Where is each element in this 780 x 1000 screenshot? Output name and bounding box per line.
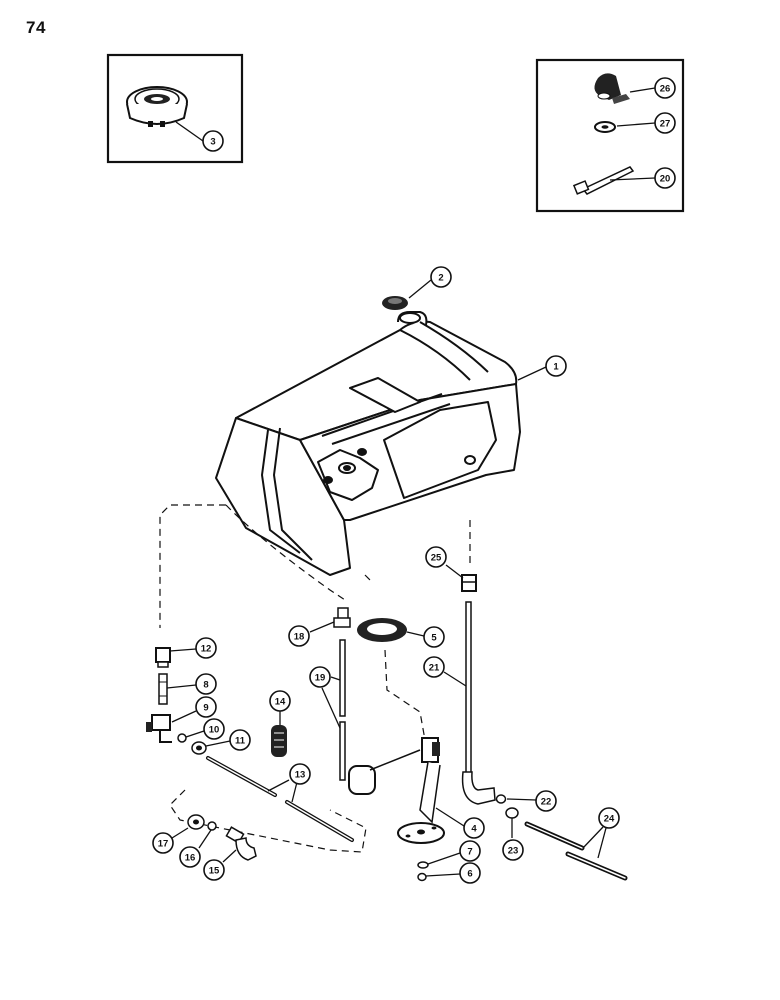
callout-13: 13 bbox=[289, 763, 311, 785]
callout-27: 27 bbox=[654, 112, 676, 134]
page-number: 74 bbox=[26, 18, 46, 37]
svg-text:17: 17 bbox=[158, 839, 169, 850]
return-tube-part-21 bbox=[461, 601, 496, 805]
nipple-part-8 bbox=[158, 673, 168, 705]
svg-text:8: 8 bbox=[203, 680, 208, 691]
callout-25: 25 bbox=[425, 546, 447, 568]
svg-text:4: 4 bbox=[471, 824, 477, 835]
callout-3: 3 bbox=[202, 130, 224, 152]
svg-text:22: 22 bbox=[541, 797, 552, 808]
filter-screen-part-14 bbox=[271, 725, 287, 757]
lock-washer-part-7 bbox=[417, 861, 429, 869]
inset-filler-cap bbox=[106, 53, 244, 164]
fuel-gauge-sender-part-4 bbox=[348, 737, 445, 844]
svg-text:18: 18 bbox=[294, 632, 305, 643]
callout-8: 8 bbox=[195, 673, 217, 695]
strap-part bbox=[572, 166, 635, 195]
nut-part-10 bbox=[177, 733, 187, 743]
callout-20: 20 bbox=[654, 167, 676, 189]
callout-6: 6 bbox=[459, 862, 481, 884]
sleeve-part-16 bbox=[207, 821, 217, 831]
svg-text:1: 1 bbox=[553, 362, 559, 373]
callout-1: 1 bbox=[545, 355, 567, 377]
nut-part-17 bbox=[187, 814, 205, 830]
callout-19: 19 bbox=[309, 666, 331, 688]
callout-7: 7 bbox=[459, 840, 481, 862]
callout-17: 17 bbox=[152, 832, 174, 854]
washer-part bbox=[594, 121, 616, 133]
svg-text:10: 10 bbox=[209, 725, 220, 736]
svg-text:2: 2 bbox=[438, 273, 443, 284]
callout-4: 4 bbox=[463, 817, 485, 839]
nut-part-23 bbox=[505, 807, 519, 819]
inset-clamp-parts bbox=[535, 58, 685, 213]
fuel-tank-body bbox=[215, 311, 521, 576]
screw-part-6 bbox=[417, 872, 427, 882]
callout-21: 21 bbox=[423, 656, 445, 678]
tank-cap-grommet bbox=[382, 296, 408, 310]
svg-text:23: 23 bbox=[508, 846, 519, 857]
filler-cap-part bbox=[126, 86, 188, 127]
fitting-part-25 bbox=[461, 574, 477, 592]
callout-15: 15 bbox=[203, 859, 225, 881]
callout-14: 14 bbox=[269, 690, 291, 712]
callout-9: 9 bbox=[195, 696, 217, 718]
svg-text:9: 9 bbox=[203, 703, 208, 714]
svg-text:25: 25 bbox=[431, 553, 442, 564]
hose-part-24 bbox=[524, 821, 628, 881]
nut-part-22 bbox=[495, 794, 507, 804]
fitting-part-12 bbox=[155, 647, 171, 668]
svg-text:24: 24 bbox=[604, 814, 615, 825]
svg-text:21: 21 bbox=[429, 663, 440, 674]
callout-2: 2 bbox=[430, 266, 452, 288]
svg-text:19: 19 bbox=[315, 673, 326, 684]
callout-10: 10 bbox=[203, 718, 225, 740]
svg-text:5: 5 bbox=[431, 633, 437, 644]
callout-16: 16 bbox=[179, 846, 201, 868]
svg-text:3: 3 bbox=[210, 137, 215, 148]
svg-text:14: 14 bbox=[275, 697, 286, 708]
svg-text:20: 20 bbox=[660, 174, 671, 185]
sleeve-part-11 bbox=[191, 741, 207, 755]
svg-text:11: 11 bbox=[235, 736, 246, 747]
callout-5: 5 bbox=[423, 626, 445, 648]
svg-text:27: 27 bbox=[660, 119, 671, 130]
svg-text:26: 26 bbox=[660, 84, 671, 95]
shutoff-valve-part-9 bbox=[146, 714, 172, 743]
valve-part-18 bbox=[333, 607, 351, 628]
fuel-line-part-13 bbox=[206, 756, 354, 842]
elbow-part-15 bbox=[225, 826, 257, 861]
svg-text:13: 13 bbox=[295, 770, 306, 781]
callout-12: 12 bbox=[195, 637, 217, 659]
callout-23: 23 bbox=[502, 839, 524, 861]
callout-22: 22 bbox=[535, 790, 557, 812]
reference-dashed-lines bbox=[159, 504, 471, 853]
svg-text:6: 6 bbox=[467, 869, 472, 880]
callout-11: 11 bbox=[229, 729, 251, 751]
svg-text:7: 7 bbox=[467, 847, 472, 858]
tube-part-19 bbox=[339, 639, 346, 781]
svg-text:16: 16 bbox=[185, 853, 196, 864]
callout-26: 26 bbox=[654, 77, 676, 99]
svg-text:15: 15 bbox=[209, 866, 220, 877]
svg-text:12: 12 bbox=[201, 644, 212, 655]
callout-18: 18 bbox=[288, 625, 310, 647]
gasket-part-5 bbox=[357, 618, 407, 642]
clamp-part bbox=[594, 73, 630, 104]
callout-24: 24 bbox=[598, 807, 620, 829]
